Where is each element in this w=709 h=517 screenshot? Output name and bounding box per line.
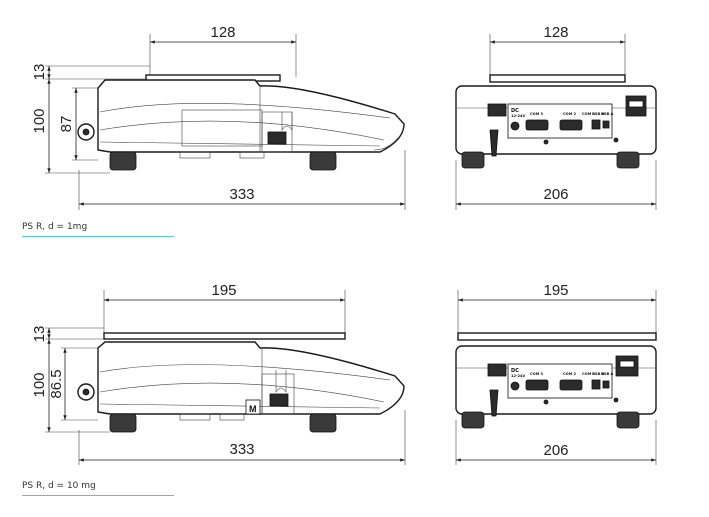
dim-body-height-top: 87 [58,116,75,133]
label-usb-b-b: USB B [592,372,604,376]
dim-rear-pan-width-top: 128 [543,24,568,41]
caption-rule-top [22,236,174,237]
label-com1-b: COM 1 [582,372,596,376]
rear-view-bottom [455,290,657,465]
label-com1: COM 1 [582,112,596,116]
label-com2: COM 2 [563,112,577,116]
dim-rear-pan-width-bottom: 195 [543,282,568,299]
label-dc-sub: 12-24V [511,114,525,118]
label-usb-b: USB B [592,112,604,116]
dim-total-height-bottom: 100 [31,372,48,397]
label-usb-a: USB A [601,112,613,116]
m-badge: M [249,404,257,414]
dim-length-top: 333 [229,186,254,203]
side-view-bottom [45,290,406,465]
rear-view-top [455,34,657,210]
dim-body-height-bottom: 86.5 [48,369,65,398]
label-com2-b: COM 2 [563,372,577,376]
dim-rear-width-top: 206 [543,186,568,203]
dim-rear-width-bottom: 206 [543,442,568,459]
caption-rule-bottom [22,495,174,496]
dim-length-bottom: 333 [229,441,254,458]
label-dc-b: DC [511,368,519,374]
dim-pan-height-bottom: 13 [31,326,48,343]
label-usb-a-b: USB A [601,372,613,376]
label-dc-sub-b: 12-24V [511,374,525,378]
caption-top: PS R, d = 1mg [22,222,88,232]
label-com3: COM 3 [530,112,544,116]
dim-pan-width-bottom: 195 [211,282,236,299]
side-view-top [45,34,406,210]
caption-bottom: PS R, d = 10 mg [22,481,96,491]
label-com3-b: COM 3 [530,372,544,376]
dim-total-height-top: 100 [31,108,48,133]
label-dc: DC [511,108,519,114]
dim-pan-height-top: 13 [31,64,48,81]
dim-pan-width-top: 128 [210,24,235,41]
